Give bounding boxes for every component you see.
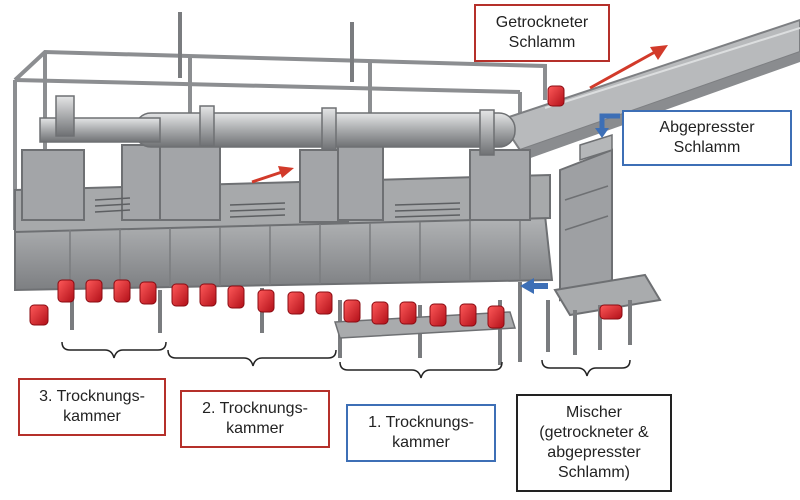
arrow-mixer-out xyxy=(520,278,548,294)
main-pipe xyxy=(39,95,516,156)
motor xyxy=(399,301,417,325)
interior-grates xyxy=(94,197,461,218)
motor xyxy=(139,281,157,305)
motor xyxy=(113,279,131,303)
motor xyxy=(315,291,333,315)
label-mixer-line1: Mischer xyxy=(565,404,622,421)
top-frame xyxy=(13,49,547,230)
drive-motors xyxy=(29,85,623,329)
chamber-housings xyxy=(21,139,531,223)
label-chamber-2: 2. Trocknungs- kammer xyxy=(180,390,330,448)
motor xyxy=(547,85,565,107)
arrow-dried-out xyxy=(589,45,668,90)
vertical-poles xyxy=(178,12,354,82)
motor xyxy=(199,283,217,307)
label-chamber-2-line2: kammer xyxy=(226,420,284,437)
label-mixer-line4: Schlamm) xyxy=(557,464,630,481)
motor xyxy=(171,283,189,307)
label-mixer-line3: abgepresster xyxy=(547,444,641,461)
braces xyxy=(61,341,631,379)
flow-arrows xyxy=(251,45,668,294)
arrow-internal-flow xyxy=(251,166,294,184)
motor xyxy=(371,301,389,325)
discharge-conveyor xyxy=(498,18,800,160)
motor xyxy=(343,299,361,323)
label-dried-sludge-line1: Getrockneter xyxy=(495,14,589,31)
label-dried-sludge: Getrockneter Schlamm xyxy=(474,4,610,62)
motor xyxy=(29,304,49,326)
brace-chamber3 xyxy=(61,341,167,359)
label-chamber-3: 3. Trocknungs- kammer xyxy=(18,378,166,436)
motor xyxy=(257,289,275,313)
motor xyxy=(57,279,75,303)
label-mixer-line2: (getrockneter & xyxy=(539,424,649,441)
mixer-unit xyxy=(546,133,662,355)
label-chamber-1: 1. Trocknungs- kammer xyxy=(346,404,496,462)
motor xyxy=(227,285,245,309)
brace-chamber2 xyxy=(167,349,337,367)
motor xyxy=(487,305,505,329)
motor xyxy=(287,291,305,315)
arrow-pressed-in xyxy=(595,113,620,138)
brace-mixer xyxy=(541,359,631,377)
label-chamber-3-line1: 3. Trocknungs- xyxy=(39,388,145,405)
motor xyxy=(599,304,623,320)
label-chamber-3-line2: kammer xyxy=(63,408,121,425)
brace-chamber1 xyxy=(339,361,503,379)
motor xyxy=(85,279,103,303)
label-chamber-2-line1: 2. Trocknungs- xyxy=(202,400,308,417)
label-chamber-1-line1: 1. Trocknungs- xyxy=(368,414,474,431)
label-dried-sludge-line2: Schlamm xyxy=(508,34,576,51)
label-chamber-1-line2: kammer xyxy=(392,434,450,451)
motor xyxy=(459,303,477,327)
label-pressed-sludge-line2: Schlamm xyxy=(673,139,741,156)
label-mixer: Mischer (getrockneter & abgepresster Sch… xyxy=(516,394,672,492)
motor xyxy=(429,303,447,327)
label-pressed-sludge: Abgepresster Schlamm xyxy=(622,110,792,166)
label-pressed-sludge-line1: Abgepresster xyxy=(659,119,755,136)
